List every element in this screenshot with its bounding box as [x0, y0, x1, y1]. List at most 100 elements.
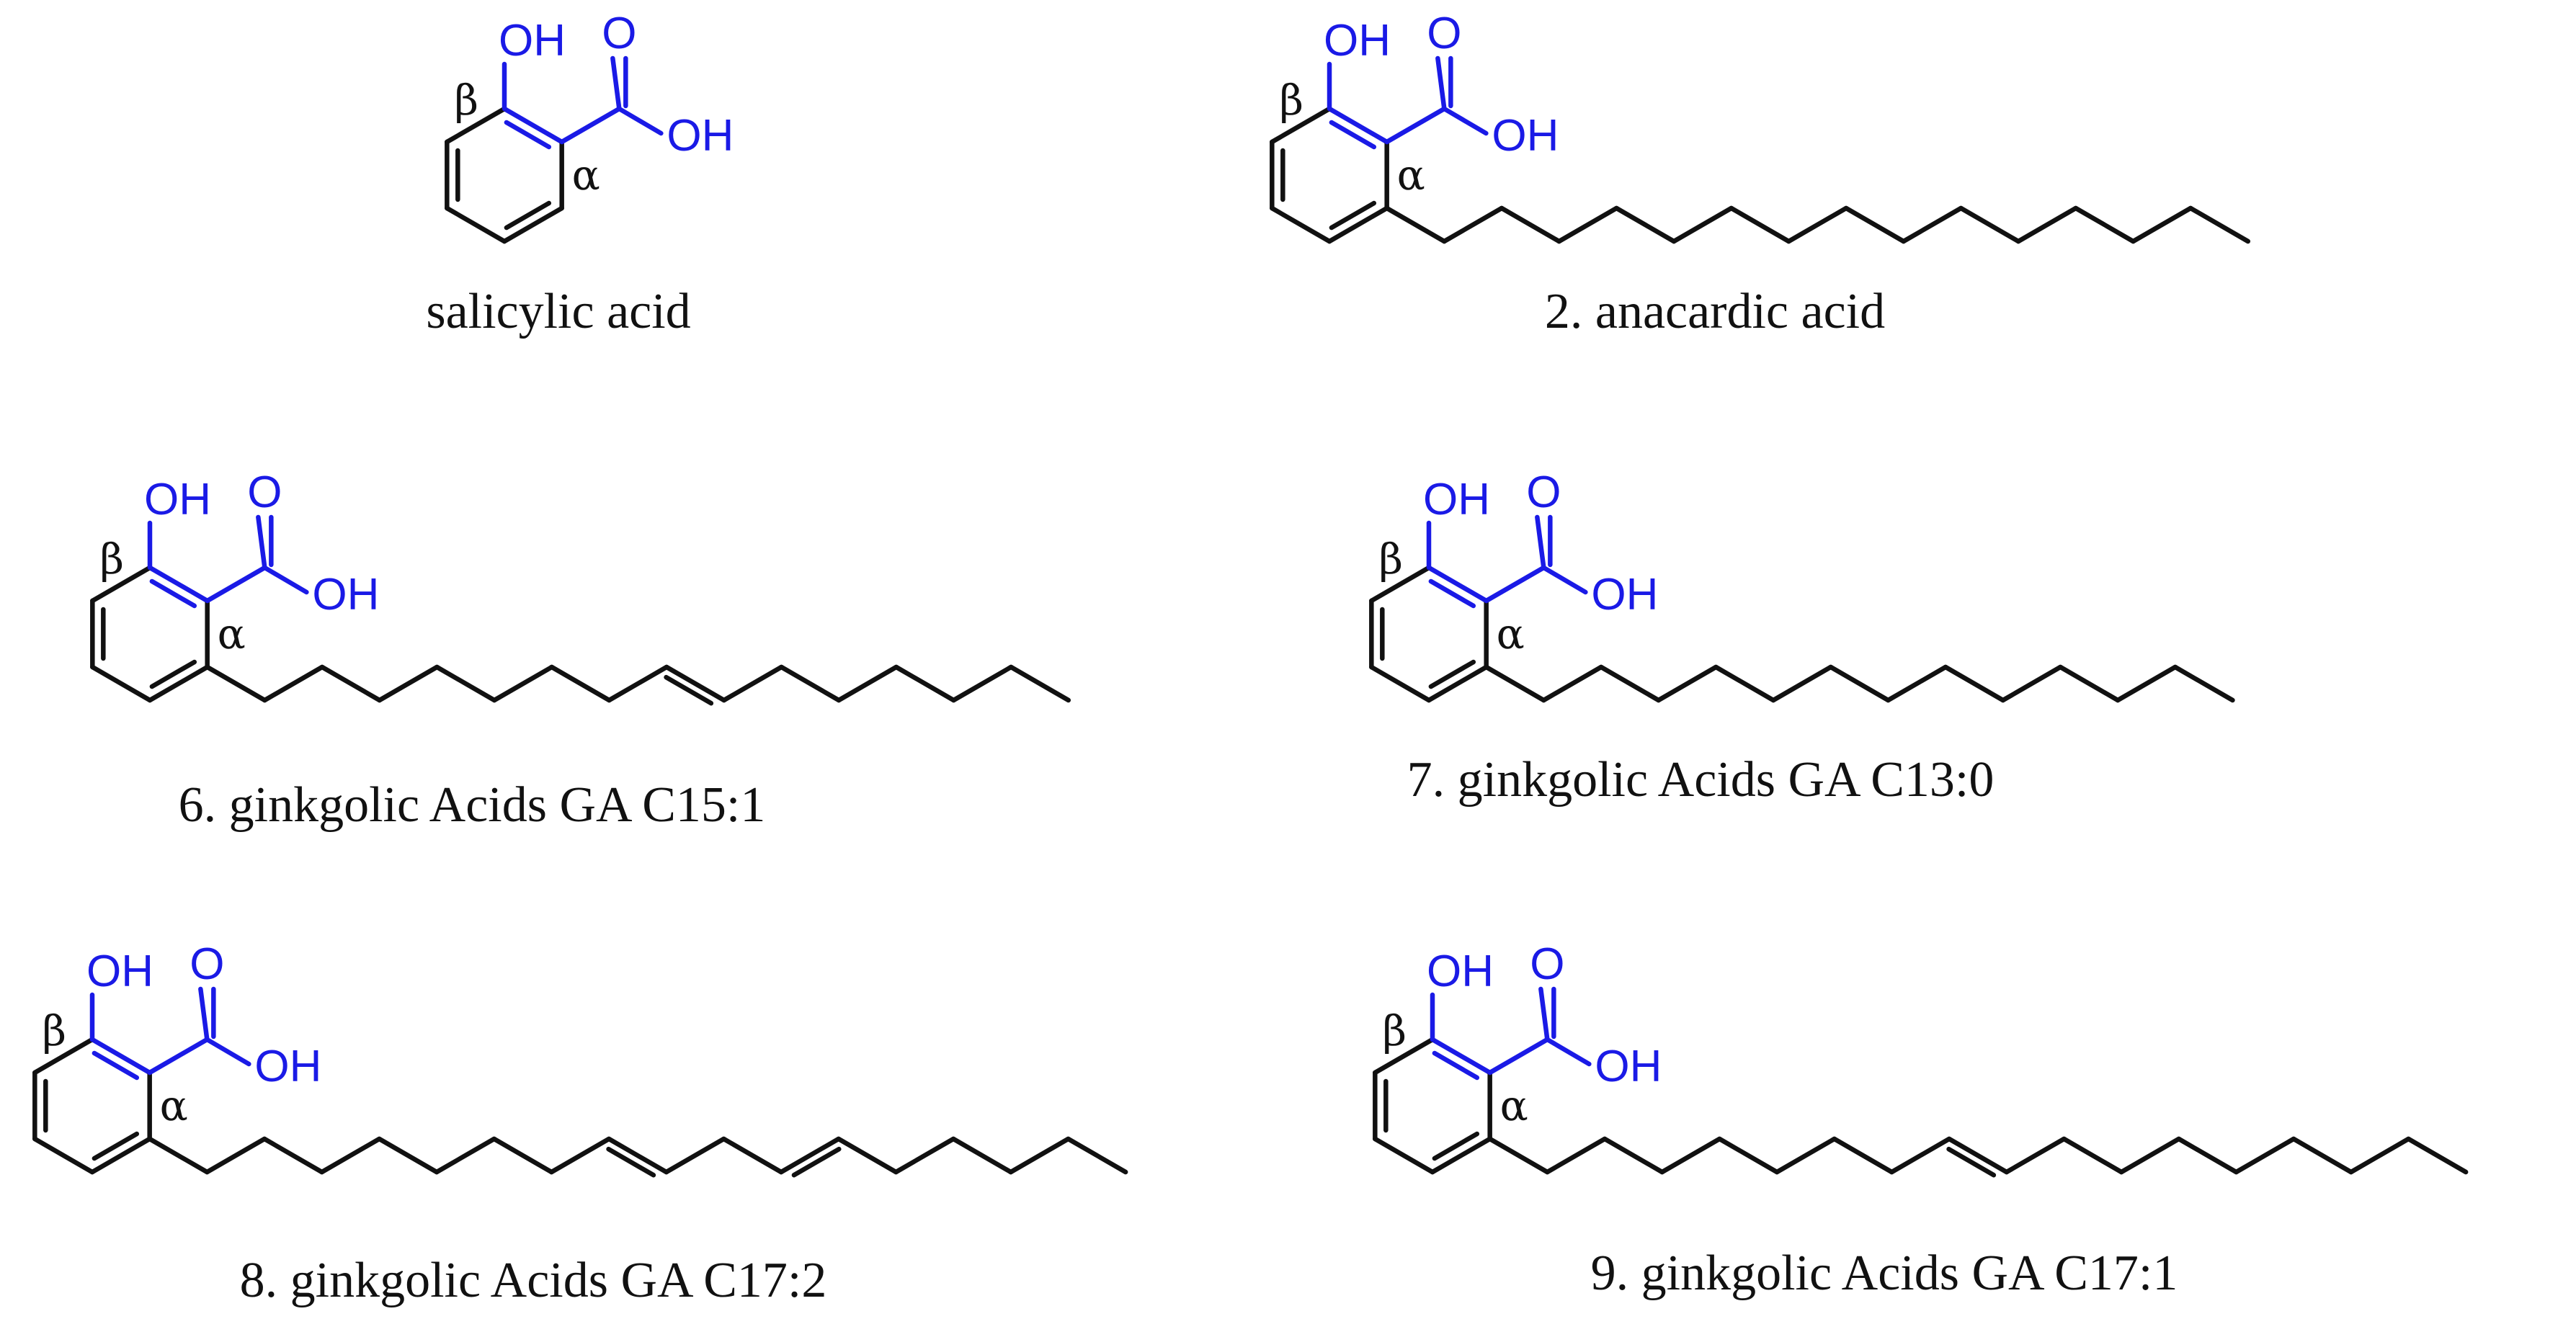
chain-bond — [836, 664, 899, 703]
chain-bond — [1602, 1136, 1664, 1175]
chain-bond — [2348, 1136, 2411, 1175]
chain-bond — [2000, 664, 2063, 703]
ring-bond-alpha-beta — [1327, 106, 1389, 145]
ring-bond — [1270, 106, 1332, 145]
chain-bond — [1774, 1136, 1837, 1175]
ring-double-bond — [1432, 1131, 1480, 1161]
ring-bond — [1430, 1136, 1492, 1175]
beta-label: β — [454, 76, 478, 125]
acid-hydroxyl-label: OH — [254, 1042, 321, 1091]
alpha-label: α — [160, 1081, 188, 1130]
chain-bond — [2058, 664, 2121, 703]
chain-bond — [377, 664, 440, 703]
chain-bond — [1487, 1136, 1550, 1175]
chain-double-bond — [664, 674, 714, 706]
carbonyl-oxygen-label: O — [1530, 939, 1564, 989]
carboxyl-bond — [559, 106, 622, 145]
chain-bond — [893, 1136, 956, 1175]
ring-bond — [89, 1136, 152, 1175]
chain-double-bond — [791, 1146, 842, 1178]
acid-hydroxyl-label: OH — [667, 111, 734, 161]
beta-label: β — [1378, 535, 1403, 584]
hydroxyl-label: OH — [1427, 947, 1494, 996]
chain-bond — [2406, 1136, 2469, 1175]
chain-bond — [377, 1136, 440, 1175]
carbonyl-bond — [256, 514, 267, 571]
chain-bond — [2115, 664, 2178, 703]
chain-bond — [2176, 1136, 2239, 1175]
acid-hydroxyl-bond — [1442, 106, 1489, 136]
chain-bond — [1717, 1136, 1780, 1175]
chain-bond — [2172, 664, 2235, 703]
ring-double-bond — [149, 659, 197, 689]
chain-bond — [1008, 1136, 1071, 1175]
molecule-skeleton: OH β O OH α — [445, 9, 734, 244]
chain-bond — [1886, 664, 1948, 703]
chain-bond — [319, 664, 382, 703]
ring-bond — [147, 664, 210, 703]
ring-bond — [32, 1136, 95, 1175]
chain-bond — [549, 664, 612, 703]
hydroxyl-label: OH — [1423, 475, 1490, 524]
chain-bond — [205, 1136, 267, 1175]
hydroxyl-label: OH — [144, 475, 211, 524]
ring-double-bond — [1329, 120, 1377, 150]
chain-bond — [951, 664, 1014, 703]
carboxyl-bond — [1384, 106, 1447, 145]
molecule-caption: 6. ginkgolic Acids GA C15:1 — [179, 777, 766, 833]
hydroxyl-label: OH — [499, 16, 566, 66]
alpha-label: α — [572, 151, 600, 200]
carboxyl-bond — [1487, 1037, 1550, 1076]
chain-bond — [950, 1136, 1014, 1175]
ring-double-bond — [504, 120, 552, 150]
alpha-label: α — [218, 609, 246, 658]
molecule-caption: 2. anacardic acid — [1545, 284, 1885, 339]
ring-bond — [1270, 205, 1332, 244]
chain-bond — [1384, 205, 1447, 244]
chain-bond — [1614, 205, 1677, 244]
chain-bond — [1901, 205, 1964, 244]
acid-hydroxyl-bond — [617, 106, 664, 136]
ring-bond-alpha-beta — [502, 106, 564, 145]
chain-bond — [2073, 205, 2136, 244]
alpha-label: α — [1397, 151, 1425, 200]
carbonyl-bond — [1535, 514, 1546, 571]
molecule-caption: salicylic acid — [426, 284, 690, 339]
hydroxyl-label: OH — [1324, 16, 1391, 66]
chain-bond — [2188, 205, 2251, 244]
ring-double-bond — [149, 578, 197, 609]
carbonyl-oxygen-label: O — [602, 9, 636, 58]
chain-bond — [434, 1136, 496, 1175]
ring-bond-alpha-beta — [89, 1037, 152, 1076]
carbonyl-oxygen-label: O — [1526, 468, 1561, 517]
chain-bond — [1541, 664, 1604, 703]
chain-bond — [205, 664, 267, 703]
carbonyl-bond — [610, 55, 622, 112]
chain-bond — [1671, 205, 1734, 244]
acid-hydroxyl-bond — [262, 565, 309, 595]
chain-bond — [549, 1136, 612, 1175]
ring-double-bond — [1329, 200, 1377, 231]
ring-bond — [90, 565, 153, 604]
chain-bond — [1656, 664, 1719, 703]
chain-bond — [721, 1136, 784, 1175]
ring-double-bond — [1428, 578, 1476, 609]
chain-bond — [664, 664, 726, 703]
beta-label: β — [1382, 1006, 1407, 1055]
chain-bond — [893, 664, 956, 703]
alpha-label: α — [1497, 609, 1525, 658]
carbonyl-oxygen-label: O — [247, 468, 282, 517]
chain-bond — [2118, 1136, 2182, 1175]
acid-hydroxyl-bond — [205, 1037, 251, 1067]
ring-double-bond — [92, 1050, 140, 1081]
carbonyl-oxygen-label: O — [190, 939, 224, 989]
ring-bond — [1369, 664, 1432, 703]
hydroxyl-label: OH — [86, 947, 153, 996]
beta-label: β — [99, 535, 124, 584]
ring-double-bond — [1432, 1050, 1480, 1081]
